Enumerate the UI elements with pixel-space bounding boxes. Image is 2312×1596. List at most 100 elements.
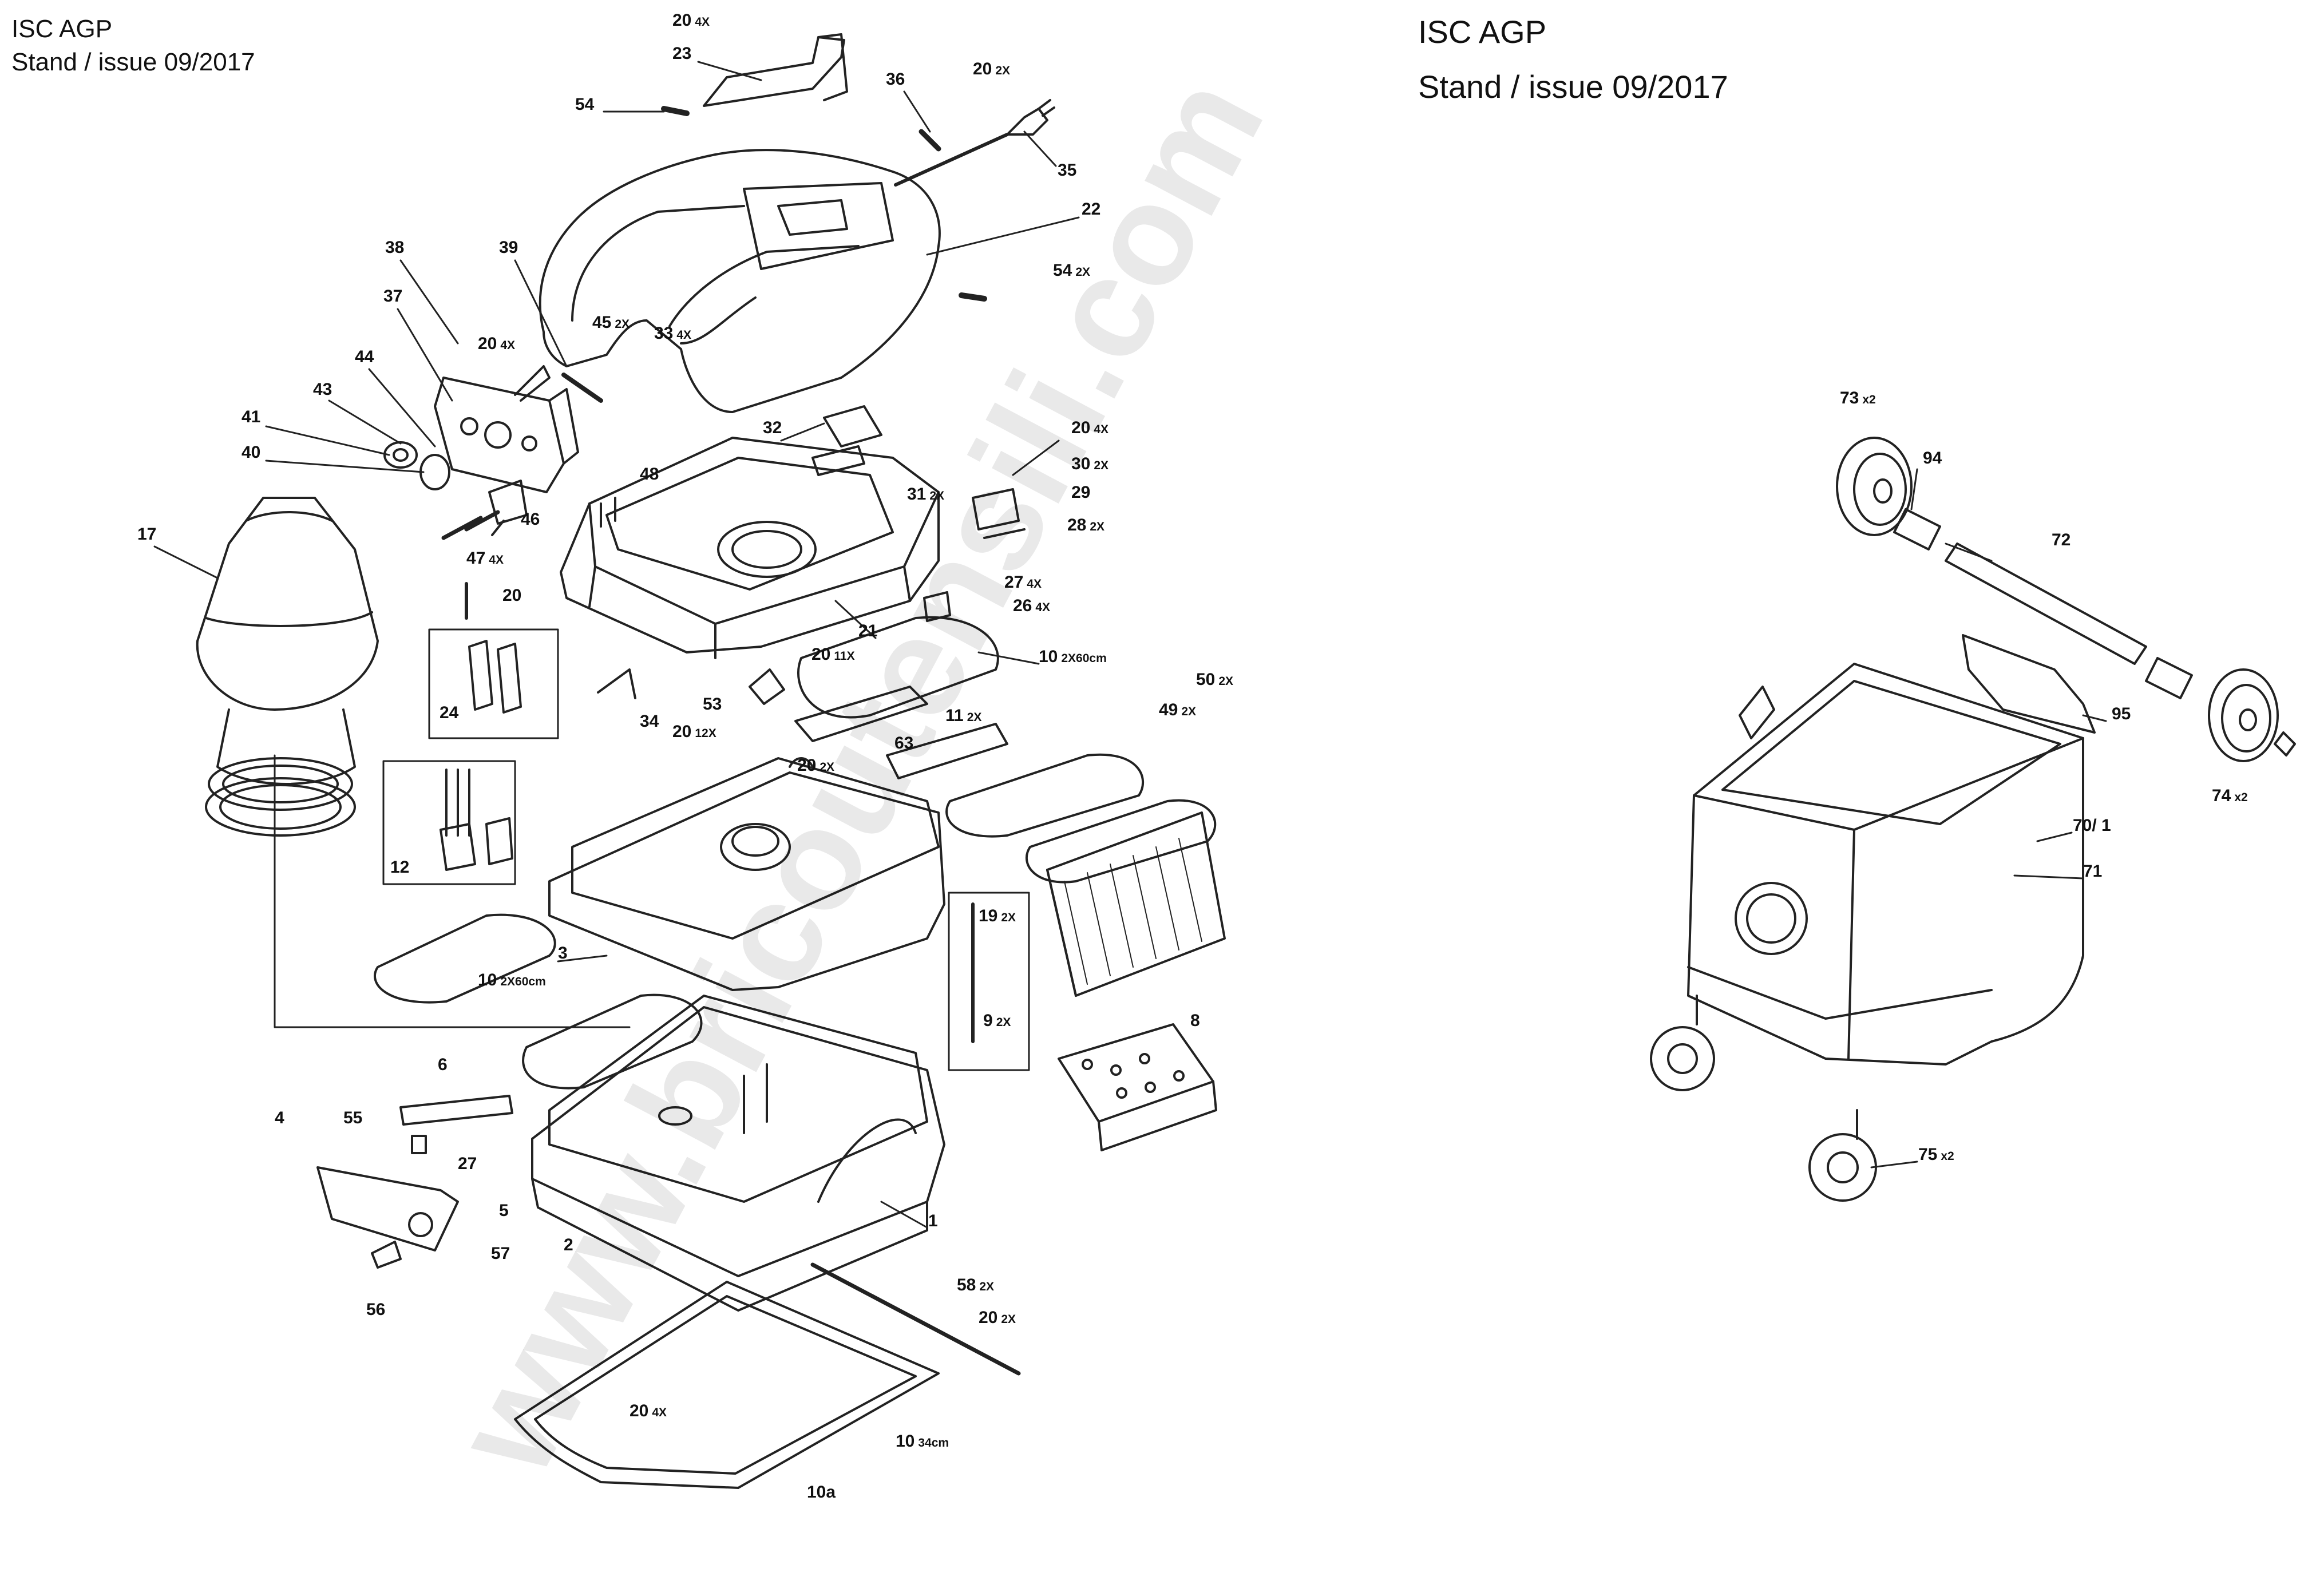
part-label-p44: 44 xyxy=(355,347,374,366)
part-label-p22: 22 xyxy=(1082,200,1100,219)
caster-left xyxy=(1650,995,1715,1091)
left-title: ISC AGP xyxy=(11,15,113,43)
part-label-p70: 70/ 1 xyxy=(2073,816,2111,835)
part-label-p95: 95 xyxy=(2112,704,2131,723)
part-label-p8: 8 xyxy=(1190,1011,1200,1030)
part-label-p24: 24 xyxy=(440,703,459,722)
cap-74 xyxy=(2274,731,2296,757)
part-label-p23: 23 xyxy=(672,44,691,63)
header-left: ISC AGP Stand / issue 09/2017 xyxy=(11,13,255,79)
part-label-p17: 17 xyxy=(137,525,156,544)
part-label-p38: 38 xyxy=(385,238,404,257)
part-label-p71: 71 xyxy=(2083,862,2102,881)
part-label-p2: 2 xyxy=(564,1235,573,1254)
pin-54b xyxy=(959,292,987,302)
knob-41 xyxy=(383,441,418,469)
spacer-94b xyxy=(2145,657,2193,699)
base-housing xyxy=(531,995,945,1312)
wheel-73-right xyxy=(2208,668,2279,762)
bottom-gasket xyxy=(514,1281,940,1489)
part-label-p37: 37 xyxy=(383,287,402,306)
switch-panel xyxy=(434,365,603,493)
spacer-94 xyxy=(1893,508,1941,551)
board-32 xyxy=(811,405,882,476)
part-label-p21: 21 xyxy=(858,621,877,640)
part-label-p48: 48 xyxy=(640,465,659,484)
knob-40 xyxy=(419,454,450,490)
gasket-49 xyxy=(1026,799,1217,884)
power-cable xyxy=(894,99,1055,187)
part-label-p53: 53 xyxy=(703,695,722,714)
part-label-p35: 35 xyxy=(1058,161,1076,180)
bracket-4 xyxy=(316,1166,459,1252)
part-label-p40: 40 xyxy=(242,443,260,462)
part-label-p63: 63 xyxy=(894,734,913,753)
part-label-p27b: 27 xyxy=(458,1154,477,1173)
exploded-view-drawing: 204X235436202X3522542X383937204X452X334X… xyxy=(137,11,2296,1502)
part-label-p41: 41 xyxy=(242,407,260,426)
part-label-p6: 6 xyxy=(438,1055,448,1074)
part-label-p29: 29 xyxy=(1071,483,1090,502)
diagram-stage: ISC AGP Stand / issue 09/2017 ISC AGP St… xyxy=(11,11,2296,1502)
leader-lines xyxy=(153,61,2107,1229)
motor xyxy=(196,497,379,837)
right-title: ISC AGP xyxy=(1418,14,1547,50)
part-label-p39: 39 xyxy=(499,238,518,257)
cartridge-filter xyxy=(1046,811,1226,997)
axle-72 xyxy=(1945,542,2147,665)
wire-34 xyxy=(597,668,636,699)
part-label-p1: 1 xyxy=(928,1211,938,1230)
part-label-p20e: 20 xyxy=(502,586,521,605)
part-label-p46: 46 xyxy=(521,510,540,529)
filter-frame xyxy=(548,757,945,991)
part-55 xyxy=(411,1135,427,1154)
part-label-p34: 34 xyxy=(640,712,659,731)
part-label-p4: 4 xyxy=(275,1108,284,1127)
part-56 xyxy=(371,1241,402,1269)
screws-47 xyxy=(441,510,500,540)
relay-29 xyxy=(972,488,1026,539)
part-label-p72: 72 xyxy=(2052,530,2070,549)
bracket-95 xyxy=(1962,634,2096,734)
pin-54 xyxy=(661,106,690,116)
filter-pad-11 xyxy=(794,686,1008,779)
part-label-p10d: 10a xyxy=(807,1483,836,1502)
part-label-p36: 36 xyxy=(886,70,905,89)
part-label-p94: 94 xyxy=(1923,449,1942,468)
foam-block-8 xyxy=(1058,1023,1217,1151)
wheel-73-left xyxy=(1836,437,1913,536)
part-label-p57: 57 xyxy=(491,1244,510,1263)
part-label-p5: 5 xyxy=(499,1201,509,1220)
gasket-10-upper xyxy=(797,616,1145,838)
box-12 xyxy=(382,760,516,885)
part-label-p56: 56 xyxy=(366,1300,385,1319)
part-53 xyxy=(749,668,785,705)
box-19 xyxy=(948,892,1030,1071)
upper-housing xyxy=(560,437,940,659)
part-26 xyxy=(923,591,951,622)
gasket-10-lower xyxy=(374,913,703,1090)
part-label-p43: 43 xyxy=(313,380,332,399)
